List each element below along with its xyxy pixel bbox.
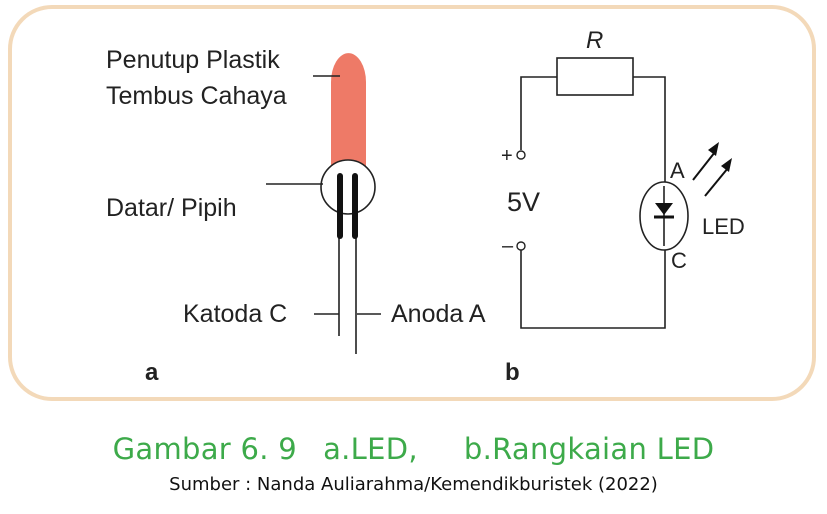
light-arrow-2 [704, 167, 729, 197]
figure-source: Sumber : Nanda Auliarahma/Kemendikburist… [169, 474, 658, 495]
cathode-label: Katoda C [183, 300, 287, 328]
anode-letter: A [670, 158, 685, 183]
panel-b-letter: b [505, 359, 520, 386]
top-right-wire [633, 76, 666, 183]
cap-label-line2: Tembus Cahaya [106, 82, 287, 110]
figure-part-a: a.LED, [323, 432, 418, 466]
led-base [320, 159, 376, 215]
panel-a-letter: a [145, 359, 159, 386]
top-left-wire [520, 76, 557, 150]
figure-number: Gambar 6. 9 [112, 432, 298, 466]
led-label: LED [702, 214, 745, 239]
figure-caption-title: Gambar 6. 9 a.LED, b.Rangkaian LED [0, 432, 827, 466]
resistor-label: R [586, 27, 603, 54]
plus-terminal [516, 150, 526, 160]
cap-label-line1: Penutup Plastik [106, 46, 280, 74]
resistor-symbol [556, 57, 634, 96]
light-arrow-1-head [708, 142, 719, 156]
figure-frame [8, 5, 816, 401]
led-component-drawing [266, 53, 381, 354]
light-arrow-2-head [721, 158, 732, 172]
minus-terminal [516, 241, 526, 251]
anode-label: Anoda A [391, 300, 486, 328]
led-circuit-drawing [516, 57, 732, 329]
light-arrow-1 [692, 151, 716, 181]
cathode-letter: C [671, 248, 687, 273]
plus-sign: + [501, 145, 513, 167]
led-plastic-cap [331, 53, 366, 173]
figure-part-b: b.Rangkaian LED [463, 432, 715, 466]
flat-label: Datar/ Pipih [106, 194, 237, 222]
bottom-wire [520, 250, 666, 329]
minus-sign: – [502, 235, 514, 257]
voltage-label: 5V [507, 187, 540, 217]
led-symbol-triangle [655, 203, 673, 215]
